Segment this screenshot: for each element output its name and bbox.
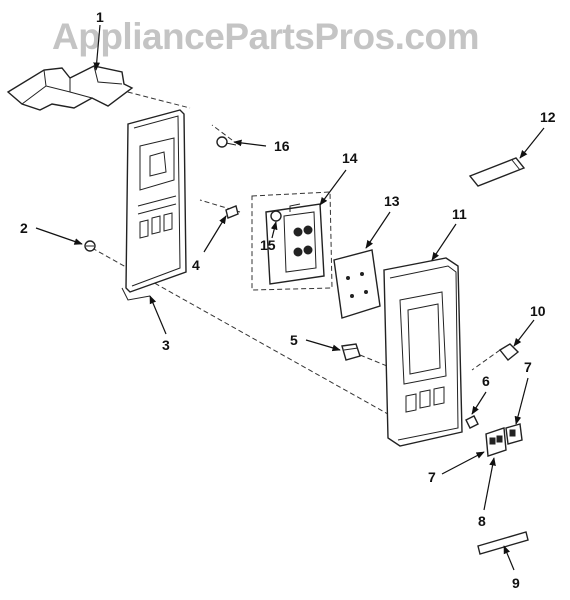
part-16-screw	[216, 136, 237, 148]
callout-1: 1	[96, 9, 104, 25]
callout-15: 15	[260, 237, 276, 253]
part-10-knob	[498, 343, 520, 361]
callout-8: 8	[478, 513, 486, 529]
callout-2: 2	[20, 220, 28, 236]
callout-12: 12	[540, 109, 556, 125]
callout-16: 16	[274, 138, 290, 154]
part-14-switch-assembly	[251, 191, 333, 291]
callout-7-lower: 7	[428, 469, 436, 485]
callout-11: 11	[452, 206, 467, 222]
callout-14: 14	[342, 150, 358, 166]
leader-lines	[35, 24, 545, 571]
part-3-back-panel	[121, 109, 187, 301]
part-2-screw	[84, 240, 96, 252]
watermark-text: AppliancePartsPros.com	[52, 16, 479, 57]
part-7-8-switches	[485, 423, 523, 457]
callout-labels: 1 16 2 3 4 14 15 13 11 12 5 10 6 7 7 8 9	[20, 9, 556, 591]
part-1-bracket	[6, 65, 134, 111]
part-9-strip	[477, 531, 529, 555]
part-13-card	[333, 249, 381, 319]
callout-10: 10	[530, 303, 546, 319]
part-11-front-bezel	[383, 257, 463, 447]
callout-13: 13	[384, 193, 400, 209]
callout-6: 6	[482, 373, 490, 389]
part-6-button	[465, 415, 479, 429]
callout-5: 5	[290, 332, 298, 348]
callout-9: 9	[512, 575, 520, 591]
callout-3: 3	[162, 337, 170, 353]
callout-4: 4	[192, 257, 200, 273]
callout-7-upper: 7	[524, 359, 532, 375]
part-5-clip	[341, 343, 361, 361]
part-4-pin	[225, 205, 239, 219]
part-12-trim	[468, 157, 526, 187]
